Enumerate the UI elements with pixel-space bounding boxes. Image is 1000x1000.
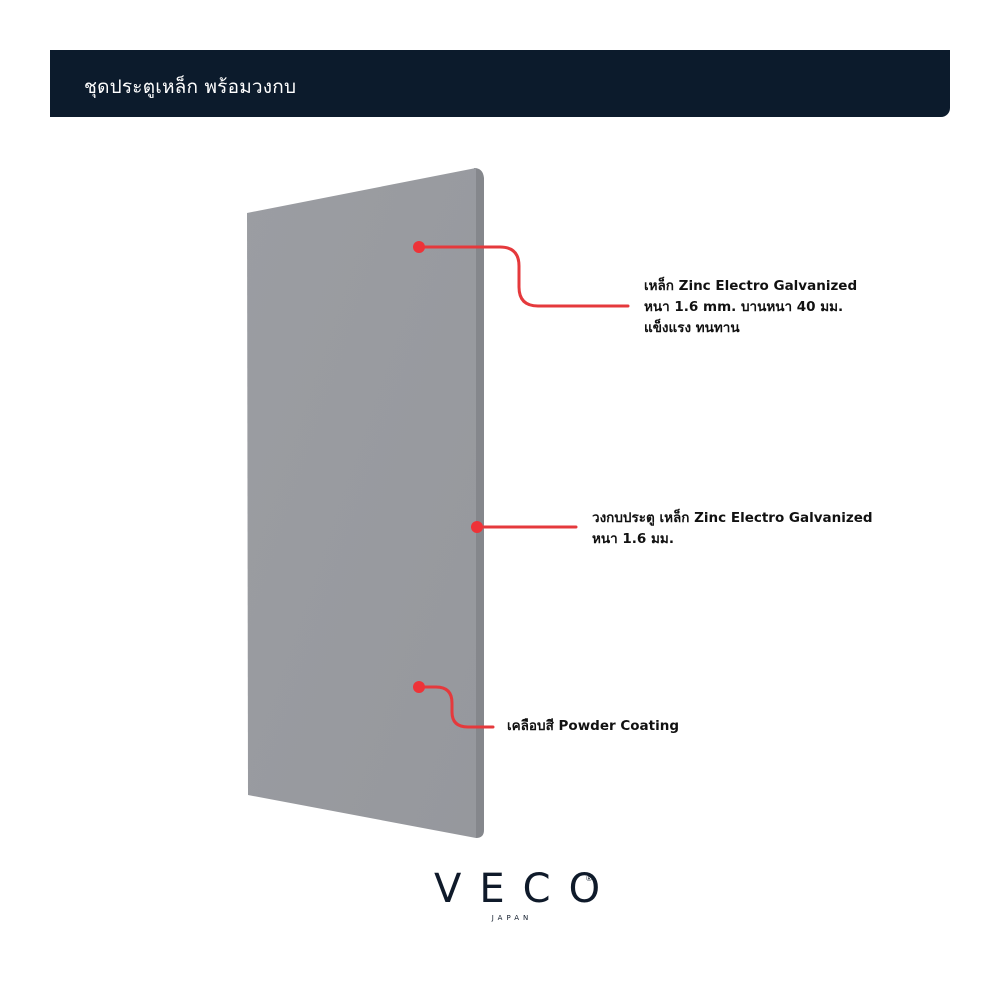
page-title: ชุดประตูเหล็ก พร้อมวงกบ — [84, 76, 297, 98]
door-front-face — [247, 168, 476, 838]
callout-2-line-2: หนา 1.6 มม. — [592, 531, 674, 547]
callout-3-line-1: เคลือบสี Powder Coating — [507, 718, 679, 734]
callout-1-line-3: แข็งแรง ทนทาน — [644, 320, 740, 336]
brand-subtitle: JAPAN — [491, 914, 533, 922]
callout-leader-1 — [417, 245, 630, 308]
brand-name: VECO — [434, 866, 619, 912]
brand-logo: VECO ® JAPAN — [420, 868, 600, 922]
callout-dot-3 — [413, 681, 425, 693]
callout-1-line-1: เหล็ก Zinc Electro Galvanized — [644, 278, 858, 294]
callout-dot-1 — [413, 241, 425, 253]
callout-text-2: วงกบประตู เหล็ก Zinc Electro Galvanized … — [592, 508, 873, 550]
callout-text-3: เคลือบสี Powder Coating — [507, 716, 679, 737]
callout-text-1: เหล็ก Zinc Electro Galvanized หนา 1.6 mm… — [644, 276, 857, 339]
callout-leader-3 — [417, 685, 495, 729]
callout-2-line-1: วงกบประตู เหล็ก Zinc Electro Galvanized — [592, 510, 873, 526]
door-side-edge — [474, 168, 484, 838]
callout-1-line-2: หนา 1.6 mm. บานหนา 40 มม. — [644, 299, 844, 315]
registered-mark-icon: ® — [586, 874, 592, 883]
callout-dot-2 — [471, 521, 483, 533]
header-bar: ชุดประตูเหล็ก พร้อมวงกบ — [50, 50, 950, 117]
